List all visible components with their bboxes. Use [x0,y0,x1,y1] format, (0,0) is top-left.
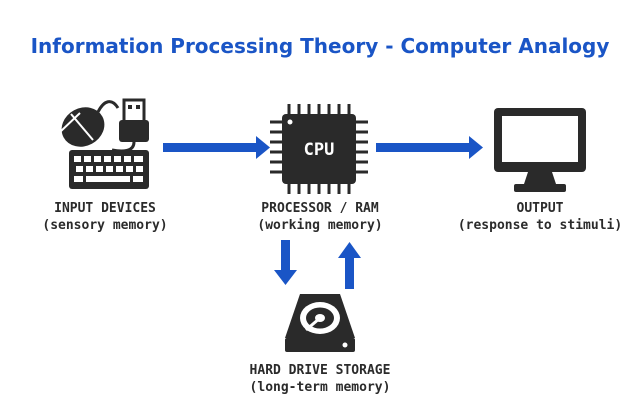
cpu-chip-label: CPU [304,140,335,160]
input-devices-title: INPUT DEVICES [54,201,156,216]
arrow-storage-to-processor [338,242,361,289]
mouse-icon [59,100,120,147]
input-devices-label: INPUT DEVICES (sensory memory) [15,200,195,234]
diagram-title: Information Processing Theory - Computer… [30,34,610,58]
cpu-icon: CPU [270,104,368,194]
storage-label: HARD DRIVE STORAGE (long-term memory) [200,362,440,396]
keyboard-icon [69,150,149,189]
arrow-input-to-processor [163,136,270,159]
arrow-processor-to-storage [274,240,297,285]
output-subtitle: (response to stimuli) [457,218,623,233]
processor-subtitle: (working memory) [257,218,383,233]
output-label: OUTPUT (response to stimuli) [440,200,640,234]
input-devices-subtitle: (sensory memory) [42,218,168,233]
arrow-processor-to-output [376,136,483,159]
processor-label: PROCESSOR / RAM (working memory) [230,200,410,234]
hard-drive-icon [285,294,355,352]
storage-title: HARD DRIVE STORAGE [249,363,391,378]
storage-subtitle: (long-term memory) [249,380,391,395]
processor-title: PROCESSOR / RAM [261,201,379,216]
output-title: OUTPUT [516,201,564,216]
monitor-icon [494,108,586,192]
